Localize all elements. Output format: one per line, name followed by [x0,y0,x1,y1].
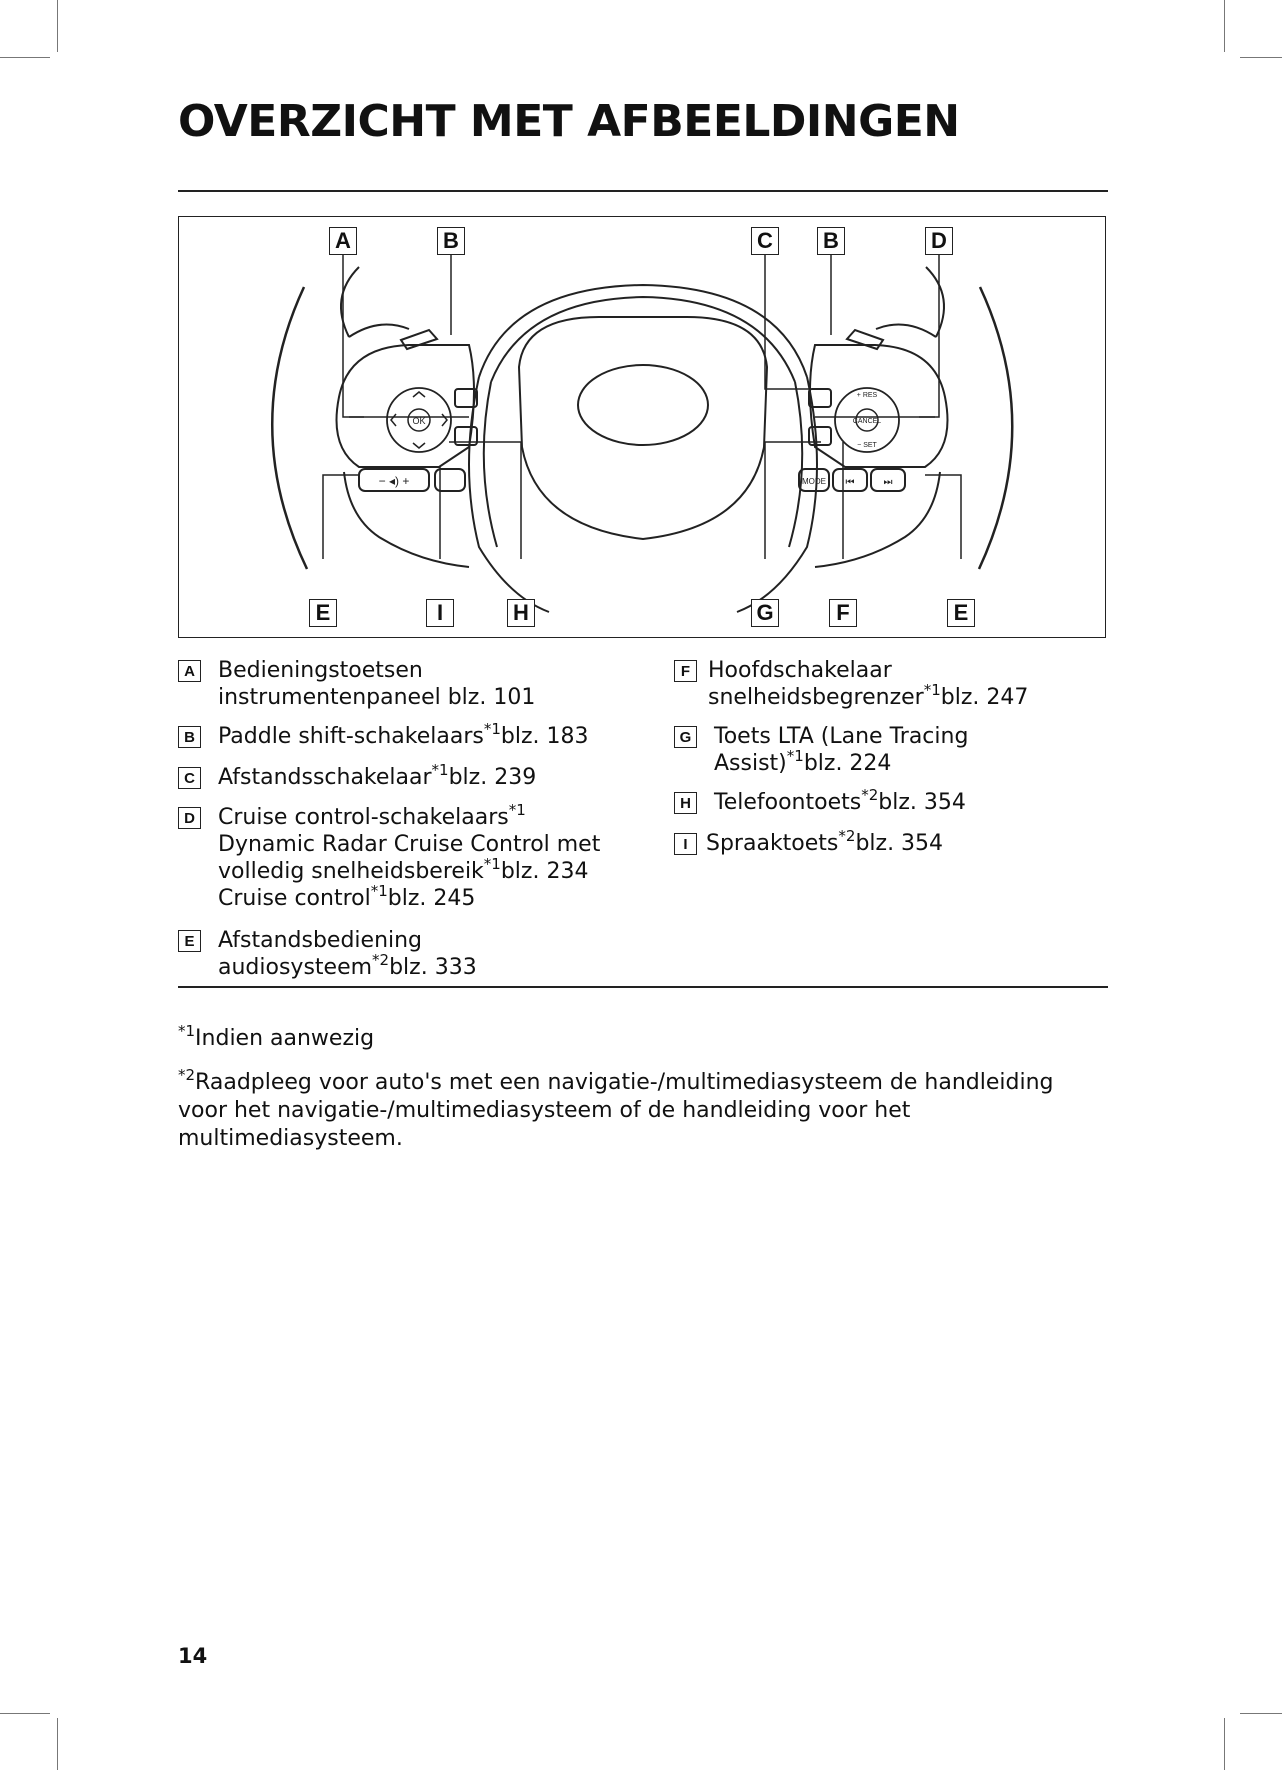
legend-left: A Bedieningstoetsen instrumentenpaneel b… [178,657,658,982]
page-number: 14 [178,1644,208,1668]
footnote-2: *2Raadpleeg voor auto's met een navigati… [178,1066,1108,1153]
page-ref: blz. 224 [803,751,892,776]
legend-key: D [178,807,201,829]
callout-g: G [751,599,779,627]
next-track-label: ⏭ [884,477,893,488]
legend-key: G [674,726,697,748]
legend-text: Afstandsbediening [218,928,423,953]
legend-key: C [178,767,201,789]
crop-mark [1224,0,1225,52]
res-label: + RES [857,392,878,399]
footnote-ref: *1 [483,720,501,738]
legend-key: E [178,930,201,952]
prev-track-label: ⏮ [846,477,855,488]
steering-wheel-illustration: OK + RES CANCEL − SET − ◂) + MODE ⏮ ⏭ [271,245,1014,613]
legend-text: Cruise control-schakelaars [218,805,509,830]
footnote-ref: *1 [483,855,501,873]
legend-key: F [674,660,697,682]
crop-mark [0,57,50,58]
steering-wheel-diagram: OK + RES CANCEL − SET − ◂) + MODE ⏮ ⏭ A … [178,216,1106,638]
legend-key: B [178,726,201,748]
callout-f: F [829,599,857,627]
legend-key: I [674,833,697,855]
callout-i: I [426,599,454,627]
callout-e-right: E [947,599,975,627]
title-divider [178,190,1108,192]
footnote-ref: *1 [431,761,449,779]
legend-right: F Hoofdschakelaar snelheidsbegrenzer*1bl… [674,657,1104,867]
legend-text: volledig snelheidsbereik [218,859,484,884]
page-title: OVERZICHT MET AFBEELDINGEN [178,96,960,147]
legend-key: H [674,792,697,814]
cancel-label: CANCEL [853,418,882,425]
footnote-ref: *1 [508,801,526,819]
page-ref: blz. 239 [448,765,537,790]
footnote-ref: *2 [372,951,390,969]
footnote-ref: *2 [861,786,879,804]
footnote-text: Indien aanwezig [195,1026,375,1051]
callout-d: D [925,227,953,255]
footnote-ref: *2 [838,827,856,845]
set-label: − SET [857,442,877,449]
footnote-ref: *1 [923,681,941,699]
legend-text: instrumentenpaneel blz. 101 [218,685,536,710]
footnote-text: Raadpleeg voor auto's met een navigatie-… [178,1070,1054,1151]
legend-text: Dynamic Radar Cruise Control met [218,832,601,857]
legend-text: Bedieningstoetsen [218,658,423,683]
page-ref: blz. 354 [878,790,966,815]
volume-label: − ◂) + [379,474,410,488]
footnote-mark: *1 [178,1022,196,1040]
page-ref: blz. 234 [500,859,589,884]
crop-mark [0,1713,50,1714]
legend-text: Hoofdschakelaar [708,658,892,683]
legend-text: Telefoontoets [714,790,862,815]
footnote-ref: *1 [786,747,804,765]
page-ref: blz. 245 [387,886,476,911]
legend-text: audiosysteem [218,955,373,980]
crop-mark [1240,57,1282,58]
legend-key: A [178,660,201,682]
crop-mark [1240,1713,1282,1714]
page-ref: blz. 354 [855,831,944,856]
footnote-ref: *1 [370,882,388,900]
callout-c: C [751,227,779,255]
page-ref: blz. 247 [940,685,1029,710]
ok-button-label: OK [412,416,425,426]
legend-text: snelheidsbegrenzer [708,685,924,710]
mode-label: MODE [802,477,826,486]
callout-e-left: E [309,599,337,627]
footnote-1: *1Indien aanwezig [178,1022,1108,1053]
callout-h: H [507,599,535,627]
crop-mark [57,1718,58,1770]
legend-text: Afstandsschakelaar [218,765,432,790]
callout-a: A [329,227,357,255]
crop-mark [57,0,58,52]
legend-text: Toets LTA (Lane Tracing [714,724,969,749]
legend-divider [178,986,1108,988]
legend-text: Cruise control [218,886,371,911]
crop-mark [1224,1718,1225,1770]
page-ref: blz. 333 [389,955,477,980]
callout-b-right: B [817,227,845,255]
page-ref: blz. 183 [500,724,589,749]
legend-text: Spraaktoets [706,831,839,856]
legend-text: Paddle shift-schakelaars [218,724,484,749]
footnote-mark: *2 [178,1066,196,1084]
callout-b-left: B [437,227,465,255]
legend-text: Assist) [714,751,787,776]
